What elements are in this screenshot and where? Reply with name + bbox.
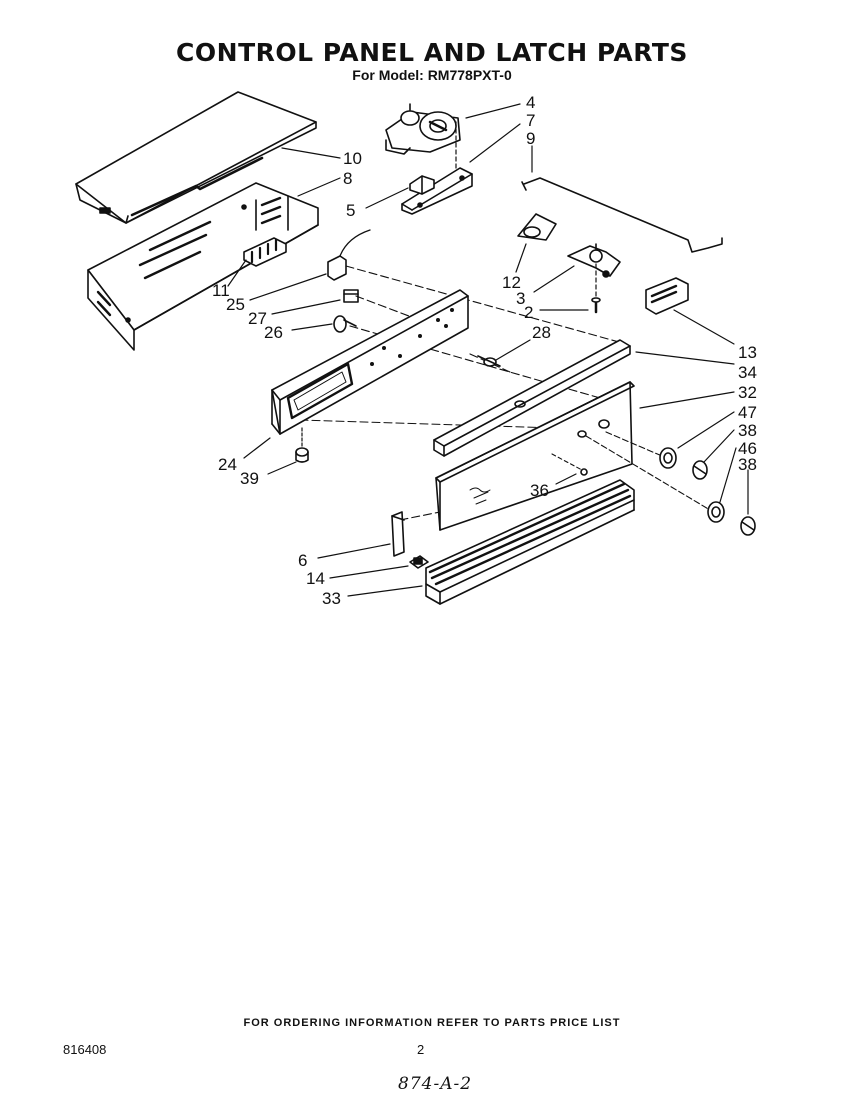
part-top-cover bbox=[75, 91, 317, 224]
part-latch-cam bbox=[517, 213, 557, 241]
part-knob-47 bbox=[605, 431, 677, 469]
callout-2: 2 bbox=[524, 303, 533, 322]
callout-8: 8 bbox=[343, 169, 352, 188]
part-knob-shaft bbox=[333, 315, 357, 333]
part-bracket-frame bbox=[87, 182, 319, 351]
callout-38-upper: 38 bbox=[738, 421, 757, 440]
part-bushing bbox=[477, 355, 501, 367]
callout-26: 26 bbox=[264, 323, 283, 342]
callout-25: 25 bbox=[226, 295, 245, 314]
part-panel-screw bbox=[551, 453, 588, 476]
callout-24: 24 bbox=[218, 455, 237, 474]
document-number: 816408 bbox=[63, 1042, 107, 1057]
callout-labels: 4 7 9 10 8 5 11 25 27 26 12 3 2 28 13 34… bbox=[212, 93, 757, 608]
callout-39: 39 bbox=[240, 469, 259, 488]
part-knob-46 bbox=[585, 435, 725, 523]
callout-14: 14 bbox=[306, 569, 325, 588]
callout-10: 10 bbox=[343, 149, 362, 168]
part-knob-38b bbox=[740, 516, 756, 536]
callout-36: 36 bbox=[530, 481, 549, 500]
part-latch-lever bbox=[567, 243, 621, 278]
callout-6: 6 bbox=[298, 551, 307, 570]
part-foot bbox=[295, 427, 309, 463]
part-trim-extrusion bbox=[425, 479, 635, 605]
part-spacer bbox=[391, 511, 405, 557]
part-trim-clip bbox=[409, 555, 429, 569]
exploded-parts-diagram: 4 7 9 10 8 5 11 25 27 26 12 3 2 28 13 34… bbox=[75, 91, 757, 608]
part-switch-bracket bbox=[401, 167, 473, 215]
model-subtitle: For Model: RM778PXT-0 bbox=[352, 67, 512, 83]
callout-27: 27 bbox=[248, 309, 267, 328]
leader-lines bbox=[227, 103, 749, 597]
part-latch-button bbox=[645, 277, 689, 315]
callout-32: 32 bbox=[738, 383, 757, 402]
callout-4: 4 bbox=[526, 93, 535, 112]
part-knob-38a bbox=[692, 460, 708, 480]
callout-38-lower: 38 bbox=[738, 455, 757, 474]
callout-5: 5 bbox=[346, 201, 355, 220]
callout-46: 46 bbox=[738, 439, 757, 458]
part-clip bbox=[343, 289, 359, 303]
callout-7: 7 bbox=[526, 111, 535, 130]
callout-12: 12 bbox=[502, 273, 521, 292]
callout-13: 13 bbox=[738, 343, 757, 362]
callout-9: 9 bbox=[526, 129, 535, 148]
page-number: 2 bbox=[417, 1042, 425, 1057]
callout-3: 3 bbox=[516, 289, 525, 308]
callout-28: 28 bbox=[532, 323, 551, 342]
part-connector-block bbox=[243, 237, 287, 267]
part-support-rail bbox=[433, 339, 631, 457]
part-latch-rod bbox=[521, 177, 723, 253]
part-timer-motor bbox=[385, 103, 461, 155]
part-door-switch bbox=[327, 229, 371, 281]
handwritten-annotation: 874-A-2 bbox=[398, 1074, 473, 1094]
callout-47: 47 bbox=[738, 403, 757, 422]
callout-33: 33 bbox=[322, 589, 341, 608]
part-switch bbox=[409, 175, 435, 195]
page-title: CONTROL PANEL AND LATCH PARTS bbox=[176, 38, 688, 67]
callout-34: 34 bbox=[738, 363, 757, 382]
part-control-panel bbox=[271, 289, 469, 435]
part-screw bbox=[591, 297, 601, 314]
ordering-note: FOR ORDERING INFORMATION REFER TO PARTS … bbox=[243, 1017, 621, 1029]
callout-11: 11 bbox=[212, 281, 230, 300]
